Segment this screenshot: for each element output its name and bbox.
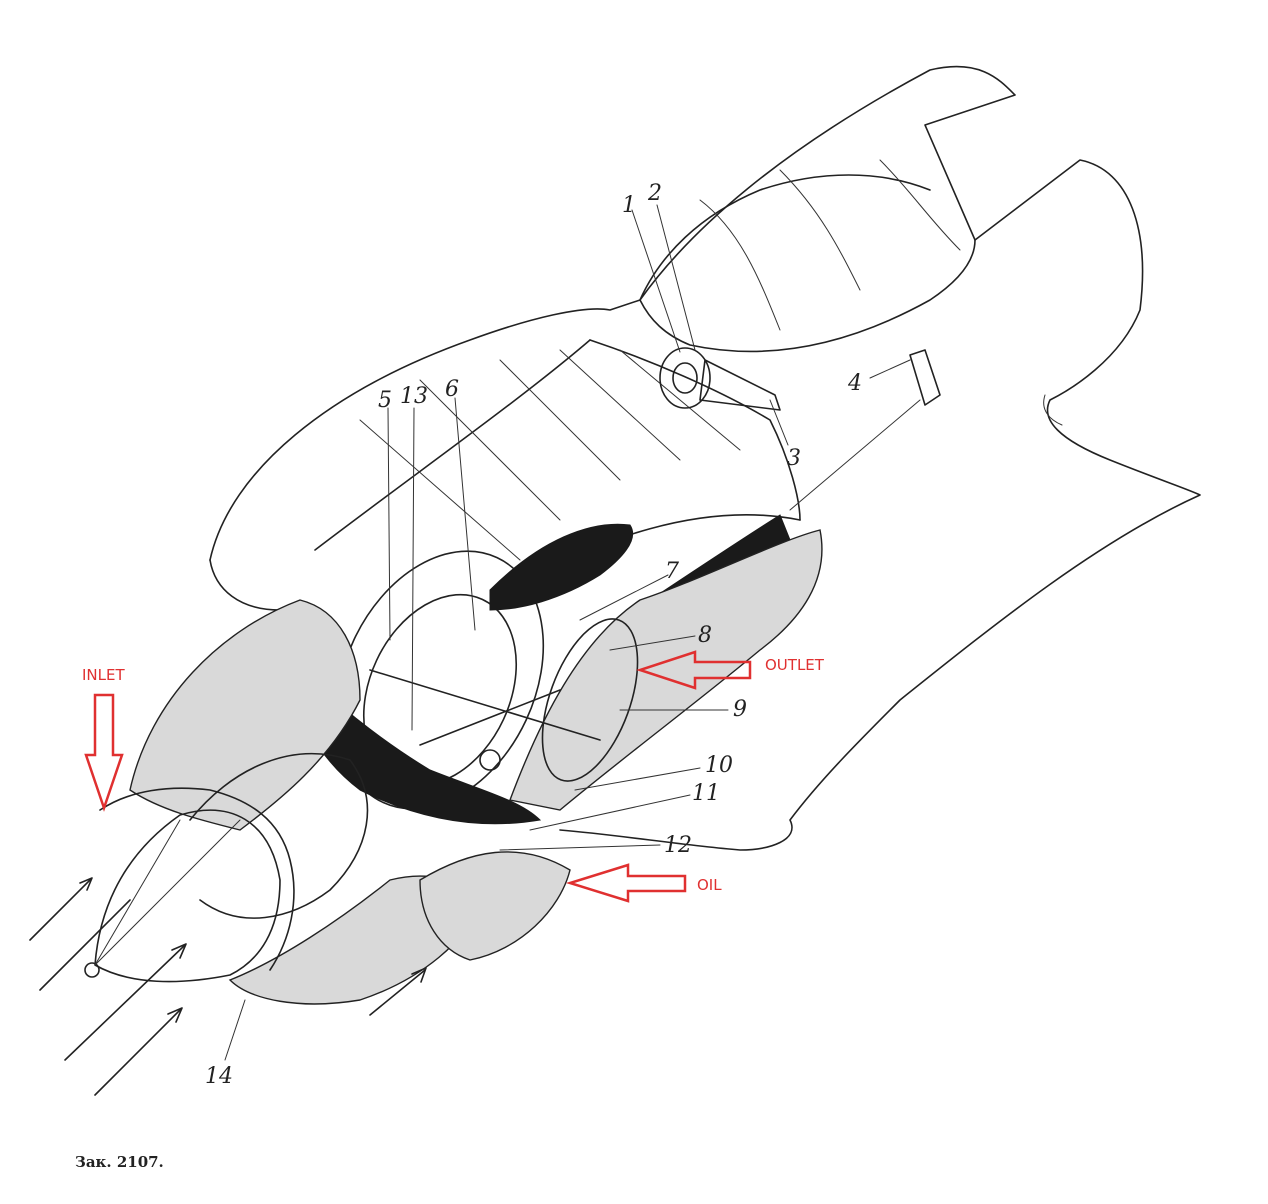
fuselage-outline (209, 65, 1201, 851)
label-part-7: 7 (665, 559, 679, 584)
nose-cone (84, 787, 295, 983)
label-part-8: 8 (698, 623, 712, 648)
valve-assembly (659, 347, 941, 511)
label-part-3: 3 (787, 446, 801, 471)
oil-arrow (565, 863, 687, 903)
annotation-outlet-label: OUTLET (765, 656, 825, 674)
label-part-2: 2 (647, 181, 662, 206)
annotation-oil-label: OIL (697, 876, 722, 894)
inlet-arrow (84, 693, 124, 812)
label-part-5: 5 (378, 388, 392, 413)
label-part-11: 11 (692, 781, 720, 806)
label-part-12: 12 (664, 833, 692, 858)
caption: Зак. 2107. (75, 1153, 164, 1171)
part-labels: 1 2 3 4 5 13 6 7 8 9 10 11 12 14 (205, 181, 862, 1089)
label-part-1: 1 (622, 193, 636, 218)
rear-section (369, 529, 823, 811)
label-part-10: 10 (705, 753, 733, 778)
label-part-6: 6 (445, 377, 459, 402)
red-annotations: INLET OUTLET OIL (82, 650, 825, 903)
airflow-arrows (29, 877, 427, 1096)
annotation-inlet-label: INLET (82, 666, 125, 684)
outlet-arrow (635, 650, 752, 690)
label-part-4: 4 (847, 371, 862, 396)
label-part-14: 14 (205, 1064, 233, 1089)
leader-lines (224, 204, 911, 1061)
label-part-9: 9 (733, 697, 747, 722)
label-part-13: 13 (400, 384, 428, 409)
